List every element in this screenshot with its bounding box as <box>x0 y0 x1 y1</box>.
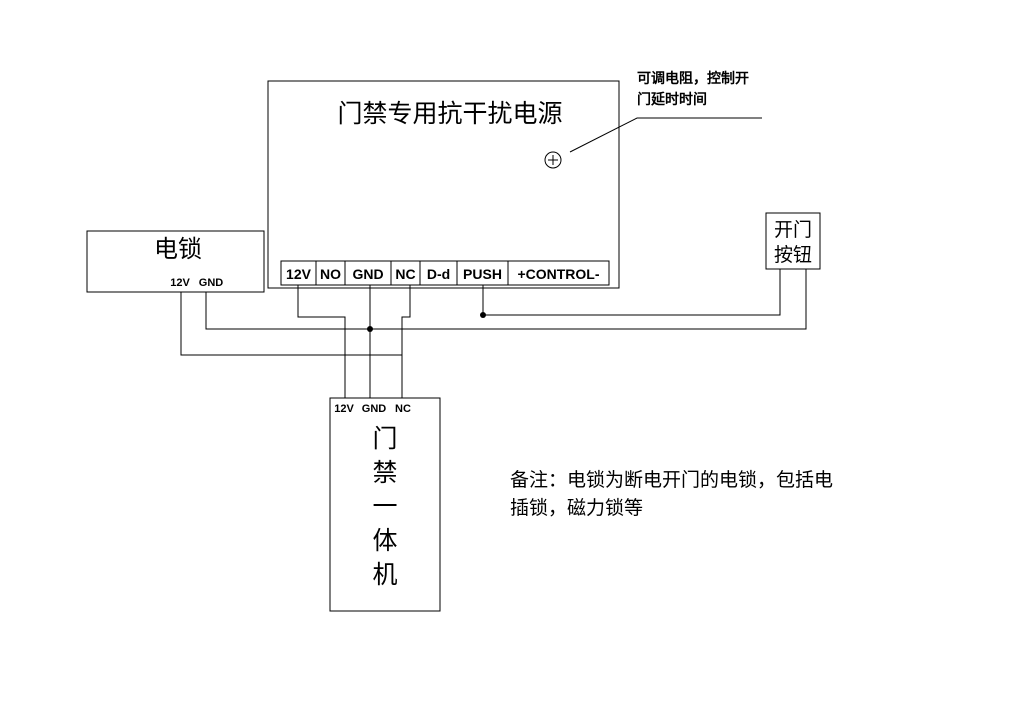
controller-title-char-3: 一 <box>372 492 397 521</box>
potentiometer-note-line1: 可调电阻，控制开 <box>637 70 749 87</box>
wire-lock-gnd-to-exit-button <box>205 269 807 330</box>
junction-dot-push <box>480 312 486 318</box>
controller-title-char-4: 体 <box>372 526 397 555</box>
terminal-push: PUSH <box>463 266 502 282</box>
power-supply-box <box>267 80 620 289</box>
controller-terminal-gnd: GND <box>362 403 387 415</box>
controller-title-char-1: 门 <box>372 424 397 453</box>
access-controller-box <box>329 397 441 612</box>
terminal-12v: 12V <box>286 266 312 282</box>
wire-psu-push-to-exit-button <box>482 269 781 316</box>
electric-lock-title: 电锁 <box>154 235 202 263</box>
terminal-no: NO <box>320 266 341 282</box>
terminal-nc: NC <box>395 266 415 282</box>
controller-title-char-5: 机 <box>372 560 397 589</box>
potentiometer-note-line2: 门延时时间 <box>637 91 707 108</box>
potentiometer-icon <box>544 151 562 169</box>
remark-line1: 备注：电锁为断电开门的电锁，包括电 <box>510 469 833 491</box>
terminal-gnd: GND <box>352 266 383 282</box>
terminal-d-d: D-d <box>427 266 450 282</box>
exit-button-label-line2: 按钮 <box>774 244 812 266</box>
wire-lock-12v-to-controller-nc <box>180 292 402 356</box>
controller-terminal-12v: 12V <box>334 403 354 415</box>
controller-title-char-2: 禁 <box>372 458 397 487</box>
electric-lock-terminal-12v: 12V <box>170 277 190 289</box>
power-supply-terminal-strip: 12V NO GND NC D-d PUSH +CONTROL- <box>280 260 610 286</box>
wire-psu-nc-to-controller-nc <box>401 285 411 398</box>
controller-terminal-nc: NC <box>395 403 411 415</box>
terminal-control: +CONTROL- <box>517 266 599 282</box>
potentiometer-leader-line <box>569 117 638 153</box>
exit-button-label-line1: 开门 <box>774 219 812 241</box>
remark-line2: 插锁，磁力锁等 <box>510 497 643 519</box>
power-supply-title: 门禁专用抗干扰电源 <box>337 99 562 128</box>
wire-psu-12v-to-controller-12v <box>297 285 346 398</box>
electric-lock-box <box>86 230 265 293</box>
electric-lock-terminal-gnd: GND <box>199 277 224 289</box>
exit-button-box <box>765 212 821 270</box>
junction-dot-gnd <box>367 326 373 332</box>
